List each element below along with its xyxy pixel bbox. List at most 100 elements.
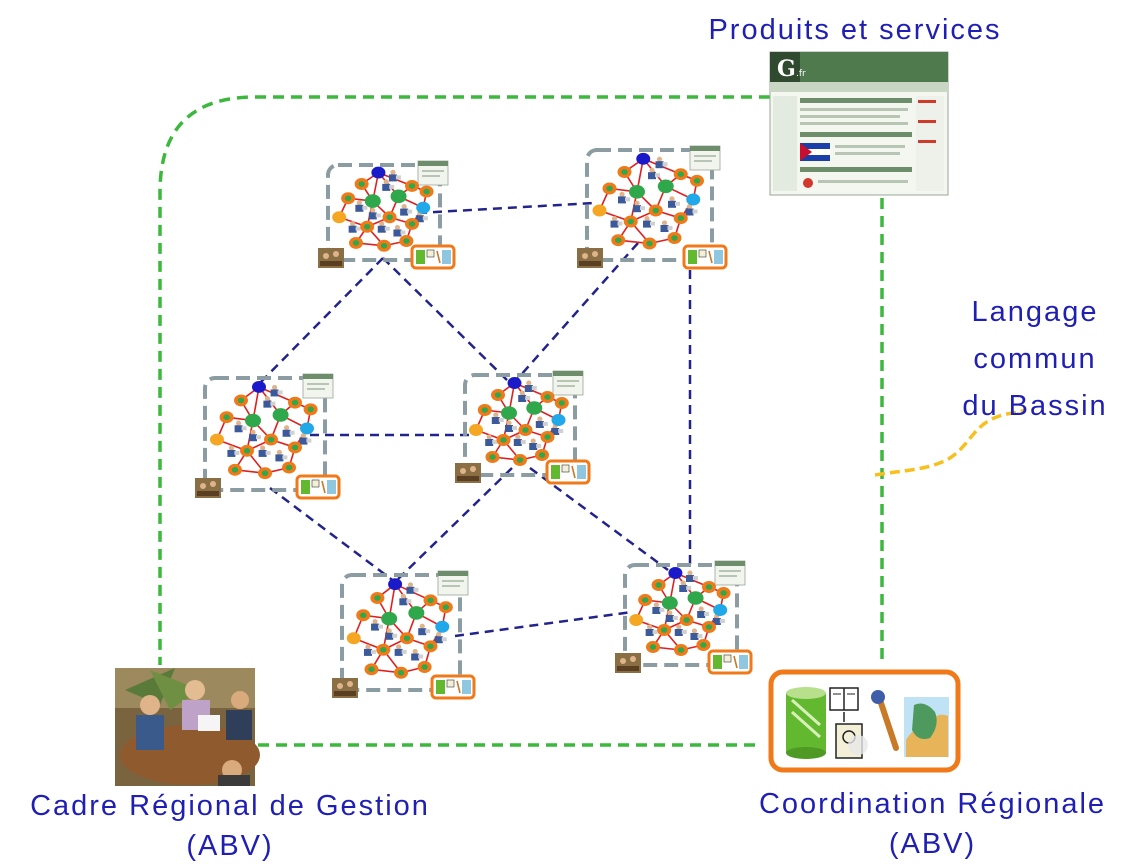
network-node-core [223,414,230,421]
network-node-core [481,407,488,413]
network-node-core [671,235,678,241]
person-icon [697,606,710,618]
network-node-core [661,627,668,633]
person-icon [668,196,680,208]
website-thumbnail-icon [689,145,721,171]
wrench-icon [871,690,899,751]
person-icon [418,623,431,636]
website-thumbnail-icon [552,370,584,396]
person-icon [485,434,498,446]
person-icon [652,602,665,614]
person-icon [382,179,395,191]
book-icon [829,687,859,722]
common-language-line-3: du Bassin [962,390,1108,422]
person-icon [388,169,401,182]
person-icon [348,221,361,233]
management-framework-org: (ABV) [186,830,274,862]
network-node [713,604,728,616]
person-icon [363,644,376,656]
network-node [252,381,266,393]
network-node-core [627,218,634,225]
person-icon [371,619,384,631]
network-node-core [683,617,690,623]
network-node-core [421,664,428,670]
coordination-mini-box [430,674,476,700]
network-node-core [231,467,239,473]
network-node-core [677,215,684,221]
person-icon [270,384,283,397]
network-node [657,179,674,194]
person-icon [227,445,240,457]
network-node [416,201,431,214]
network-node-core [403,635,411,642]
management-framework-label: Cadre Régional de Gestion [30,790,430,822]
network-node-core [621,169,628,175]
person-icon [690,628,703,640]
meeting-photo-icon [115,668,260,786]
website-thumbnail-icon: G .fr [769,51,949,196]
network-node-core [423,188,430,195]
network-node-core [705,584,713,590]
network-node-core [380,242,388,249]
regional-coordination-label: Coordination Régionale [758,788,1107,820]
network-node [592,204,607,217]
network-node [686,193,701,206]
person-icon [643,216,655,228]
person-icon [394,644,407,656]
network-node-core [544,434,551,440]
network-node [629,614,644,626]
network-node-core [720,590,727,596]
person-icon [505,420,517,432]
network-node-core [403,238,410,244]
person-icon [263,396,276,408]
cluster-2 [577,145,728,270]
person-icon [524,380,537,392]
person-icon [377,221,390,233]
network-node-core [307,406,314,413]
person-icon [610,216,623,228]
person-icon [674,624,687,636]
network-node [629,185,645,199]
person-icon [399,593,412,606]
network-node-core [522,427,529,433]
network-node [272,408,289,422]
network-node [687,591,704,605]
website-thumbnail-icon [437,570,469,596]
person-icon [660,220,673,232]
network-node-core [243,448,251,454]
person-icon [282,425,295,437]
network-node-core [641,597,649,603]
person-icon [385,628,398,640]
network-node [210,433,224,446]
network-node [408,606,425,620]
person-icon [685,570,698,582]
network-node-core [380,646,387,653]
network-node-core [386,214,393,221]
person-icon [648,167,660,180]
coordination-mini-box [295,474,341,500]
network-node-core [705,624,713,630]
person-icon [535,416,548,428]
network-node-core [291,399,299,406]
person-icon [513,434,526,446]
network-node [381,611,398,626]
network-node-core [544,394,551,400]
person-icon [299,433,312,445]
network-node-core [408,221,416,227]
person-icon [275,449,288,462]
network-node-core [291,444,299,451]
person-icon [491,412,504,424]
network-node [332,211,347,224]
person-icon [249,429,261,442]
network-node-core [285,464,293,471]
person-icon [529,438,542,450]
network-links [254,201,692,638]
network-node-core [352,240,360,246]
cluster-boundary [623,563,739,667]
website-thumbnail-icon [714,560,746,586]
network-node-core [358,181,365,187]
network-node-core [677,171,684,177]
website-thumbnail-icon [302,373,334,399]
person-icon [655,156,668,169]
person-icon [434,631,447,644]
